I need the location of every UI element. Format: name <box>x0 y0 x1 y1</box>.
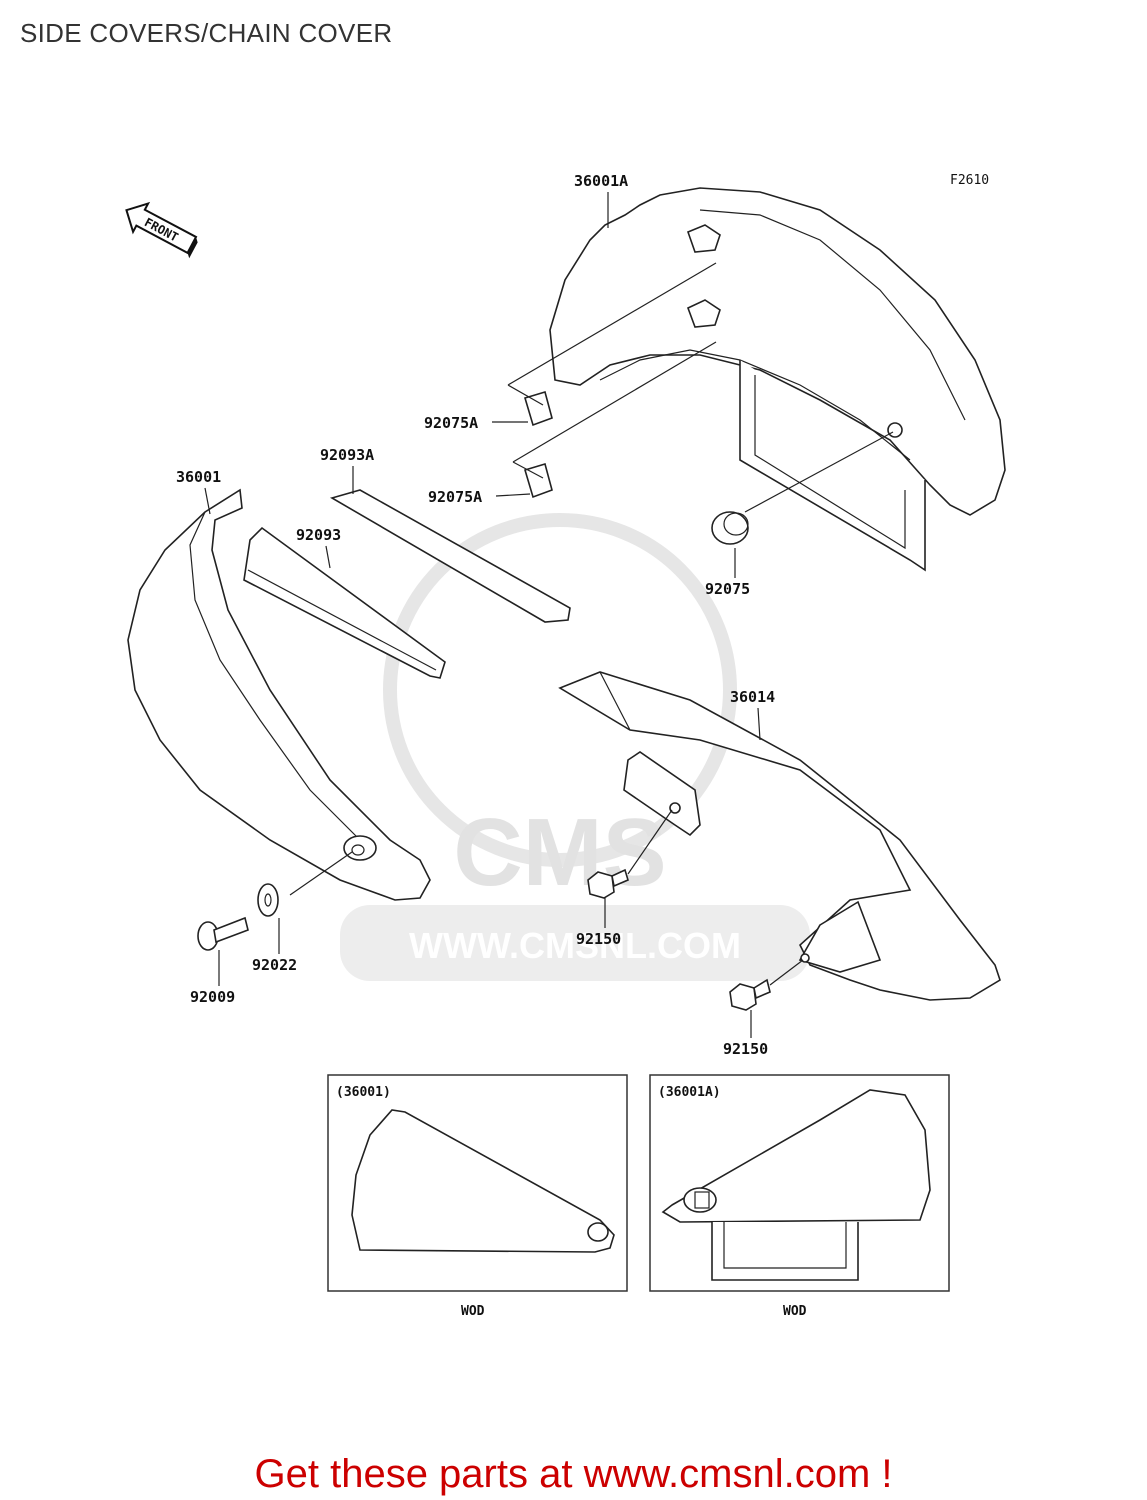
inset-title: (36001A) <box>658 1085 721 1100</box>
inset-36001A: (36001A) WOD <box>649 1074 950 1319</box>
svg-text:92093A: 92093A <box>320 446 374 464</box>
svg-text:92093: 92093 <box>296 526 341 544</box>
page-title: SIDE COVERS/CHAIN COVER <box>20 18 393 48</box>
svg-text:92009: 92009 <box>190 988 235 1006</box>
part-92009-screw <box>197 916 249 951</box>
part-92093-strip <box>243 526 446 679</box>
part-label-92150-2: 92150 <box>723 1010 768 1058</box>
svg-text:92022: 92022 <box>252 956 297 974</box>
part-label-92075A-2: 92075A <box>428 488 531 506</box>
watermark: CMS WWW.CMSNL.COM <box>340 513 810 981</box>
part-92150-bolt-1 <box>587 809 673 899</box>
figure-code: F2610 <box>950 173 989 188</box>
inset-note: WOD <box>783 1304 807 1319</box>
part-92022-washer <box>257 851 353 917</box>
part-label-92009: 92009 <box>190 950 235 1006</box>
watermark-url: WWW.CMSNL.COM <box>409 925 741 966</box>
svg-text:36001A: 36001A <box>574 172 628 190</box>
part-92093A-strip <box>329 489 571 623</box>
part-92150-bolt-2 <box>729 959 804 1011</box>
part-label-36001: 36001 <box>176 468 221 515</box>
part-label-92075A-1: 92075A <box>424 414 528 432</box>
part-36001-side-cover <box>127 488 431 901</box>
part-label-92093: 92093 <box>296 526 341 569</box>
svg-text:92075: 92075 <box>705 580 750 598</box>
inset-note: WOD <box>461 1304 485 1319</box>
part-36014-chain-guard <box>558 671 1001 1001</box>
svg-text:36014: 36014 <box>730 688 775 706</box>
part-36001A-side-cover <box>549 187 1006 572</box>
svg-text:92150: 92150 <box>576 930 621 948</box>
inset-title: (36001) <box>336 1085 391 1100</box>
part-label-92075: 92075 <box>705 548 750 598</box>
part-label-92150-1: 92150 <box>576 898 621 948</box>
part-92075-grommet <box>711 431 894 545</box>
svg-text:92075A: 92075A <box>428 488 482 506</box>
part-label-36014: 36014 <box>730 688 775 741</box>
front-arrow-icon: FRONT <box>125 201 198 259</box>
part-label-36001A: 36001A <box>574 172 628 228</box>
parts-diagram: CMS WWW.CMSNL.COM F2610 FRONT <box>125 172 1006 1319</box>
part-92075A-clips <box>507 262 717 499</box>
part-label-92022: 92022 <box>252 918 297 974</box>
svg-text:36001: 36001 <box>176 468 221 486</box>
cta-link[interactable]: Get these parts at www.cmsnl.com ! <box>254 1452 893 1496</box>
part-label-92093A: 92093A <box>320 446 374 494</box>
inset-36001: (36001) WOD <box>327 1074 628 1319</box>
watermark-logo: CMS <box>453 799 666 906</box>
svg-text:92075A: 92075A <box>424 414 478 432</box>
svg-text:92150: 92150 <box>723 1040 768 1058</box>
